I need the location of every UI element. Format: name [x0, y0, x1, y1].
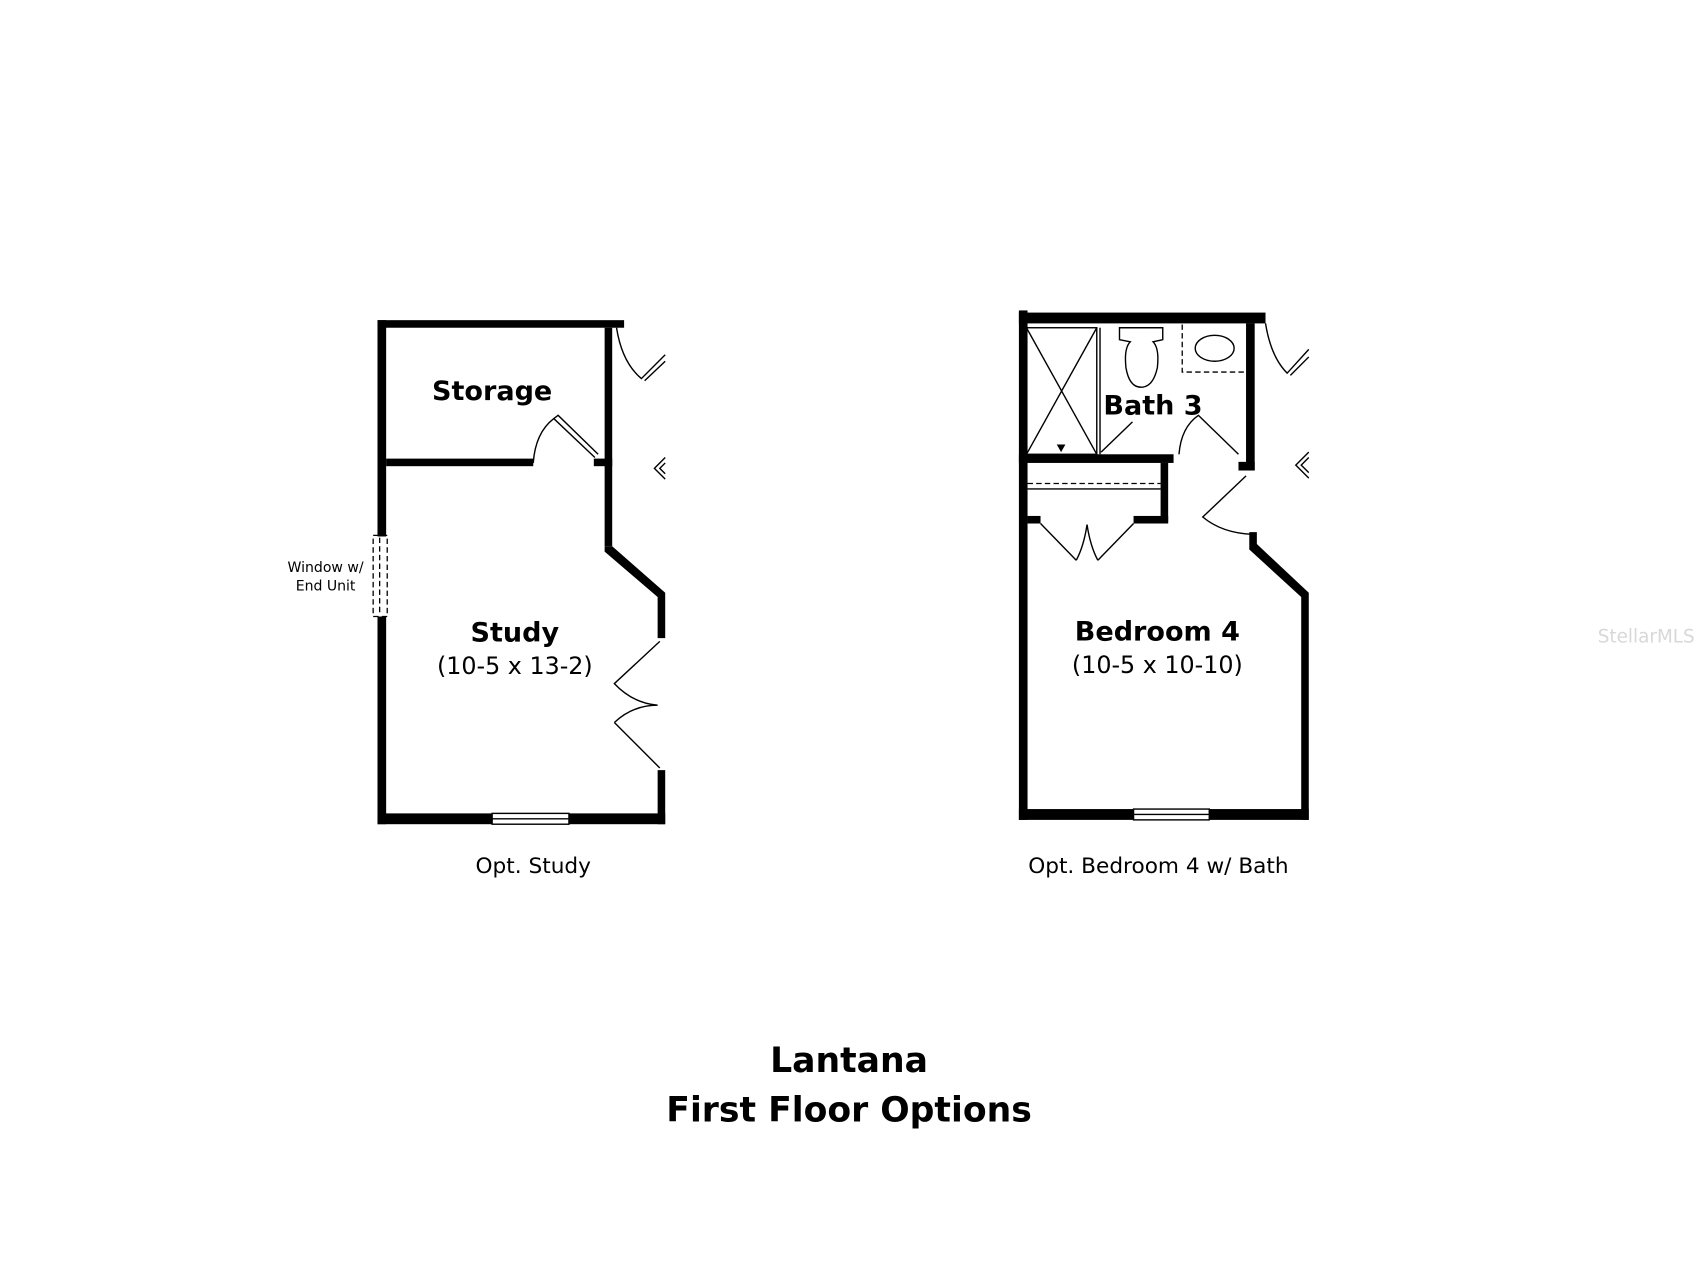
plan-caption-bedroom: Opt. Bedroom 4 w/ Bath [1028, 854, 1288, 879]
sink-icon [1181, 324, 1247, 373]
room-label-bath-3: Bath 3 [1103, 390, 1202, 421]
watermark: StellarMLS [1598, 626, 1695, 647]
plan-caption-study: Opt. Study [476, 854, 592, 879]
shower-icon [1025, 327, 1101, 455]
title-line2: First Floor Options [666, 1091, 1032, 1131]
room-dimensions-bedroom-4: (10-5 x 10-10) [1072, 651, 1243, 679]
title-line1: Lantana [770, 1041, 928, 1081]
window-note-line1: Window w/ [288, 560, 364, 576]
room-label-study: Study [471, 617, 560, 648]
toilet-icon [1118, 327, 1164, 388]
study-plan: Storage Study (10-5 x 13-2) Window w/ En… [288, 320, 666, 879]
room-label-storage: Storage [432, 376, 552, 407]
bedroom-plan: Bath 3 Bedroom 4 (10-5 x 10-10) Opt. Bed… [1018, 310, 1310, 879]
room-label-bedroom-4: Bedroom 4 [1075, 616, 1240, 647]
window-note-line2: End Unit [296, 579, 356, 595]
room-dimensions-study: (10-5 x 13-2) [437, 652, 593, 680]
window-icon [372, 534, 388, 618]
